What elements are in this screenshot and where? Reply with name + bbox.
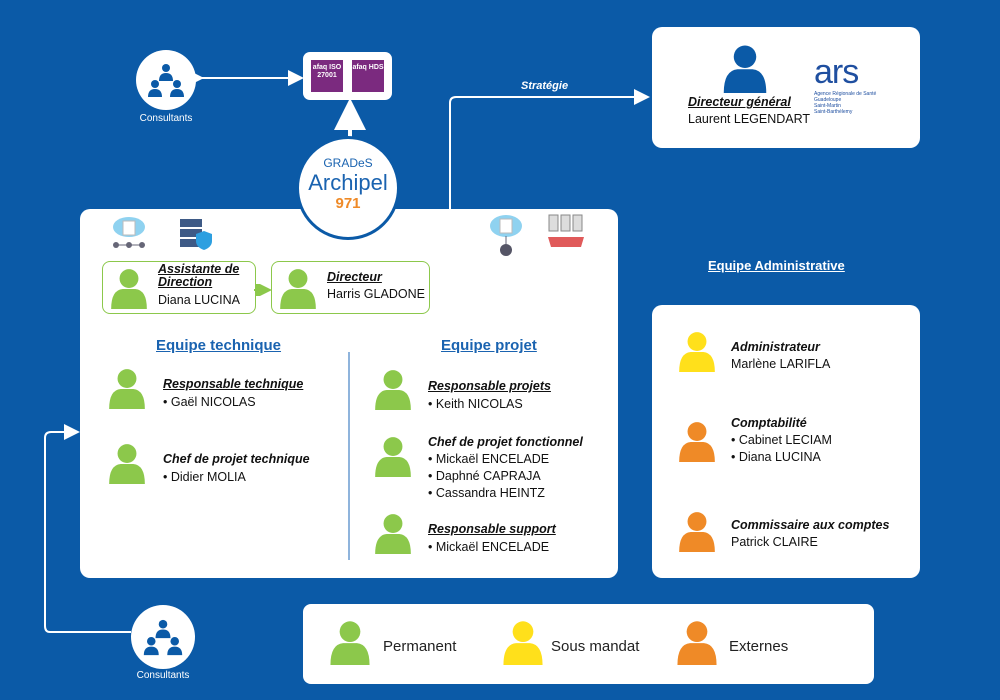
member-role: Responsable technique xyxy=(163,377,304,391)
legend: Permanent Sous mandat Externes xyxy=(303,604,874,684)
ars-region: Saint-Martin xyxy=(814,103,841,109)
member-role: Chef de projet fonctionnel xyxy=(428,435,583,449)
member-role: Responsable support xyxy=(428,522,556,536)
member-name: Patrick CLAIRE xyxy=(731,535,818,549)
member-role: Administrateur xyxy=(731,340,820,354)
ars-region: Saint-Barthélemy xyxy=(814,109,853,115)
assistant-director-arrow xyxy=(254,284,272,296)
grades-archipel-logo: GRADeS Archipel 971 xyxy=(296,136,400,240)
member-name: • Daphné CAPRAJA xyxy=(428,469,541,483)
person-icon xyxy=(108,267,150,309)
legend-permanent-icon xyxy=(327,619,373,665)
member-name: • Cabinet LECIAM xyxy=(731,433,832,447)
consultants-bottom-line xyxy=(44,424,131,633)
member-name: • Gaël NICOLAS xyxy=(163,395,256,409)
legend-permanent-label: Permanent xyxy=(383,638,457,655)
person-icon xyxy=(676,420,718,462)
cloud-network-icon xyxy=(113,217,145,248)
afaq-iso27001-badge: afaq ISO 27001 xyxy=(311,60,343,92)
member-name: • Mickaël ENCELADE xyxy=(428,540,550,554)
person-icon xyxy=(720,43,770,93)
ars-sub: Agence Régionale de Santé xyxy=(814,91,877,97)
cloud-user-icon xyxy=(490,215,522,256)
director-general-card: Directeur général Laurent LEGENDART ars … xyxy=(652,27,920,148)
team-divider xyxy=(348,352,350,560)
ars-region: Guadeloupe xyxy=(814,97,842,103)
legend-externes-icon xyxy=(674,619,720,665)
director-name: Harris GLADONE xyxy=(327,287,425,301)
person-icon xyxy=(372,368,414,410)
person-icon xyxy=(372,435,414,477)
member-name: • Mickaël ENCELADE xyxy=(428,452,550,466)
member-name: • Keith NICOLAS xyxy=(428,397,523,411)
server-storage-icon xyxy=(548,214,584,247)
member-role: Responsable projets xyxy=(428,379,551,393)
dg-role: Directeur général xyxy=(688,95,791,109)
legend-sous-mandat-icon xyxy=(500,619,546,665)
person-icon xyxy=(676,330,718,372)
legend-sous-mandat-label: Sous mandat xyxy=(551,638,640,655)
logo-text-3: 971 xyxy=(335,195,361,212)
consultants-top-label: Consultants xyxy=(139,113,193,124)
member-role: Chef de projet technique xyxy=(163,452,310,466)
member-name: • Cassandra HEINTZ xyxy=(428,486,545,500)
person-icon xyxy=(106,367,148,409)
certifications-box: afaq ISO 27001 afaq HDS xyxy=(303,52,392,100)
member-role: Comptabilité xyxy=(731,416,807,430)
assistant-name: Diana LUCINA xyxy=(158,293,240,307)
dg-name: Laurent LEGENDART xyxy=(688,112,811,126)
afaq-hds-badge: afaq HDS xyxy=(352,60,384,92)
person-icon xyxy=(277,267,319,309)
ars-logo-text: ars xyxy=(814,53,859,91)
member-name: • Diana LUCINA xyxy=(731,450,821,464)
member-name: • Didier MOLIA xyxy=(163,470,246,484)
logo-text-2: Archipel xyxy=(308,170,388,195)
logo-text-1: GRADeS xyxy=(323,156,373,170)
director-role: Directeur xyxy=(327,270,382,284)
strategy-label: Stratégie xyxy=(521,80,569,92)
admin-team-title: Equipe Administrative xyxy=(708,258,845,273)
project-team-title: Equipe projet xyxy=(441,337,537,354)
assistant-role: Assistante de Direction xyxy=(158,262,240,289)
consultants-bottom-icon xyxy=(131,605,195,669)
tech-team-title: Equipe technique xyxy=(156,337,282,354)
person-icon xyxy=(106,442,148,484)
legend-externes-label: Externes xyxy=(729,638,789,655)
ars-logo: ars Agence Régionale de Santé Guadeloupe… xyxy=(814,53,894,119)
member-name: Marlène LARIFLA xyxy=(731,357,831,371)
secure-server-icon xyxy=(180,219,212,250)
consultants-bottom-label: Consultants xyxy=(136,670,190,681)
director-card: Directeur Harris GLADONE xyxy=(271,261,430,314)
person-icon xyxy=(676,510,718,552)
consultants-top-icon xyxy=(136,50,196,110)
member-role: Commissaire aux comptes xyxy=(731,518,890,532)
person-icon xyxy=(372,512,414,554)
assistant-card: Assistante de Direction Diana LUCINA xyxy=(102,261,256,314)
